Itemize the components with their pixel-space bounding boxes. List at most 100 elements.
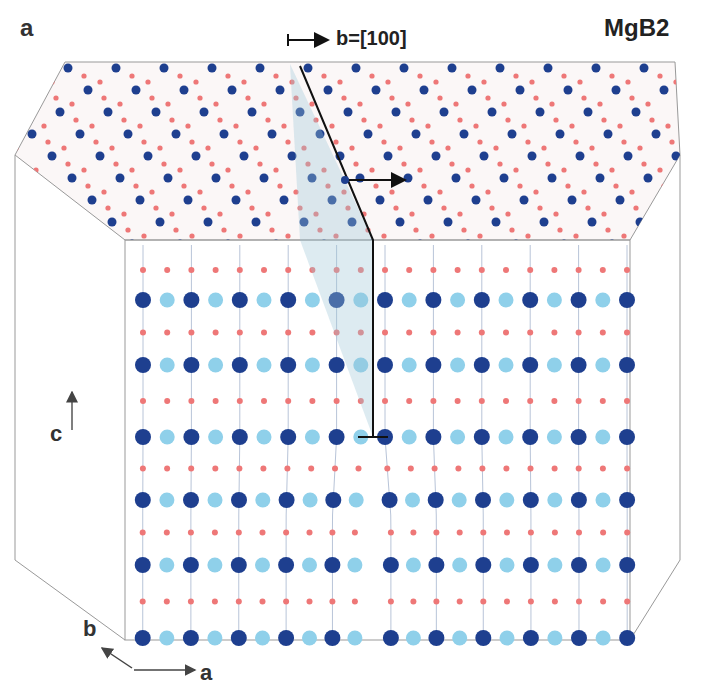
lattice-line	[483, 605, 484, 620]
atom	[450, 293, 465, 308]
atom	[672, 152, 681, 161]
atom	[105, 205, 110, 210]
atom	[641, 255, 646, 260]
atom	[528, 599, 534, 605]
atom	[116, 174, 125, 183]
atom	[600, 330, 606, 336]
atom	[255, 493, 270, 508]
atom	[188, 330, 194, 336]
atom	[169, 211, 174, 216]
atom	[521, 123, 526, 128]
atom	[396, 218, 405, 227]
lattice-line	[239, 380, 240, 395]
lattice-line	[385, 245, 386, 260]
atom	[549, 101, 554, 106]
lattice-line	[627, 335, 628, 350]
atom	[68, 174, 77, 183]
atom	[624, 152, 633, 161]
atom	[232, 292, 248, 308]
lattice-line	[481, 245, 482, 260]
atom	[364, 130, 373, 139]
atom	[474, 292, 490, 308]
atom	[497, 255, 502, 260]
atom	[189, 233, 194, 238]
lattice-line	[143, 335, 144, 350]
atom	[496, 64, 505, 73]
atom	[325, 492, 341, 508]
atom	[450, 358, 465, 373]
atom	[204, 218, 213, 227]
atom	[140, 398, 146, 404]
atom	[393, 205, 398, 210]
atom	[208, 293, 223, 308]
atom	[601, 211, 606, 216]
atom	[101, 95, 106, 100]
atom	[425, 123, 430, 128]
atom	[160, 358, 175, 373]
atom	[381, 233, 386, 238]
atom	[160, 430, 175, 445]
atom	[417, 167, 422, 172]
lattice-line	[238, 605, 239, 620]
atom	[619, 429, 635, 445]
lattice-line	[387, 470, 388, 485]
atom	[136, 196, 145, 205]
atom	[429, 139, 434, 144]
atom	[177, 167, 182, 172]
lattice-line	[390, 605, 391, 620]
atom	[329, 429, 345, 445]
atom	[529, 79, 534, 84]
atom	[337, 79, 342, 84]
atom	[421, 183, 426, 188]
atom	[237, 330, 243, 336]
atom	[193, 249, 198, 254]
lattice-line	[190, 605, 191, 620]
atom	[212, 466, 218, 472]
atom	[183, 630, 199, 646]
atom	[193, 79, 198, 84]
lattice-line	[191, 275, 192, 290]
lattice-line	[288, 335, 289, 350]
atom	[201, 205, 206, 210]
lattice-line	[530, 470, 531, 485]
atom	[20, 174, 29, 183]
b-axis-arrow	[102, 648, 132, 668]
atom	[248, 108, 257, 117]
atom	[669, 139, 674, 144]
atom	[192, 152, 201, 161]
atom	[527, 398, 533, 404]
atom	[437, 189, 442, 194]
atom	[237, 398, 243, 404]
atom	[231, 492, 247, 508]
atom	[0, 233, 3, 238]
atom	[680, 108, 689, 117]
atom	[430, 267, 436, 273]
atom	[309, 398, 315, 404]
atom	[593, 161, 598, 166]
atom	[516, 86, 525, 95]
lattice-line	[482, 470, 483, 485]
atom	[385, 249, 390, 254]
atom	[480, 152, 489, 161]
atom	[197, 95, 202, 100]
atom	[265, 211, 270, 216]
atom	[637, 145, 642, 150]
atom	[497, 161, 502, 166]
atom	[121, 117, 126, 122]
atom	[689, 161, 694, 166]
atom	[433, 249, 438, 254]
atom	[449, 255, 454, 260]
atom	[604, 130, 613, 139]
atom	[595, 358, 610, 373]
atom	[349, 493, 364, 508]
atom	[261, 330, 267, 336]
atom	[432, 152, 441, 161]
atom	[241, 249, 246, 254]
atom	[237, 267, 243, 273]
atom	[452, 558, 467, 573]
atom	[231, 630, 247, 646]
atom	[485, 189, 490, 194]
atom	[410, 530, 416, 536]
atom	[406, 330, 412, 336]
